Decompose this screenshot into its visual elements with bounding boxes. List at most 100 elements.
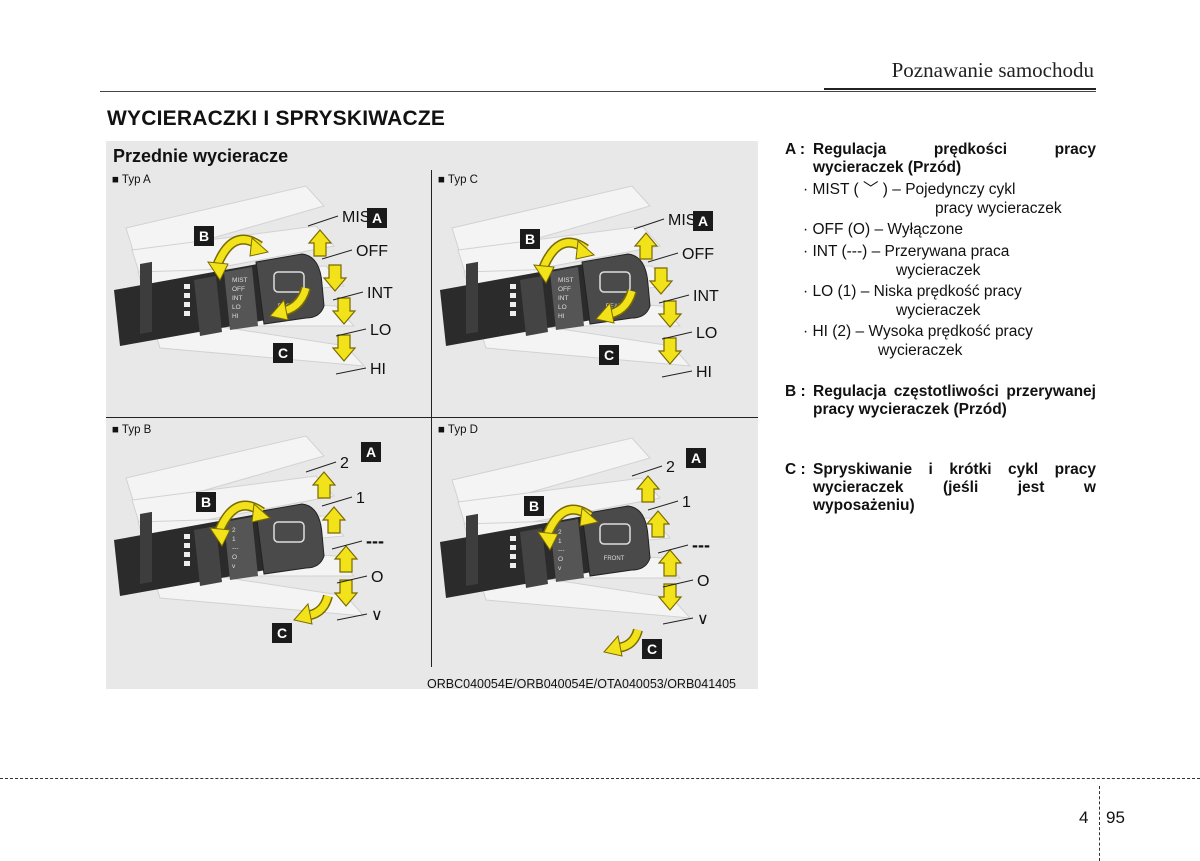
item-lo-line2: wycieraczek [896,302,981,319]
position-label: OFF [356,243,388,260]
position-arrow-down [322,264,348,292]
stalk-knob [255,503,325,575]
description-a-item-off: · OFF (O) – Wyłączone [803,220,1096,239]
ghost-position [131,225,335,283]
callout-c [273,343,293,363]
stalk-tick [510,284,516,289]
stalk-tick [510,302,516,307]
callout-b [194,226,214,246]
stalk-tick [184,293,190,298]
rotate-arrow-head [575,239,596,260]
leader-line [305,461,337,473]
stalk-mark: MIST [232,277,248,284]
stalk-tick [510,554,516,559]
position-arrow-up [635,475,661,503]
position-label: INT [693,288,719,305]
stalk-mark: 1 [558,538,562,545]
leader-line [336,613,368,621]
stalk-knob [581,505,651,577]
footer-divider [1099,786,1100,861]
position-arrow-down [331,334,357,362]
pull-arrow-head [595,301,615,324]
position-label: HI [696,364,712,381]
item-lo-line1: · LO (1) – Niska prędkość pracy [803,283,1022,300]
ghost-position [451,437,651,513]
position-arrow-down [333,579,359,607]
stalk-ring [466,513,478,587]
leader-line [321,496,353,507]
callout-c-label: C [277,625,287,641]
position-label: 2 [666,459,675,476]
stalk-tick [184,311,190,316]
stalk-mark: MIST [558,277,574,284]
description-b-text: Regulacja częstotliwości przerywanej pra… [813,383,1096,418]
leader-line [307,215,339,227]
stalk-mark: 2 [558,529,562,536]
stalk-tick [184,534,190,539]
rotate-arrow-head [208,527,231,547]
rotate-arrow-head [536,531,559,551]
callout-a-label: A [372,210,382,226]
callout-c-label: C [278,345,288,361]
leader-line [633,218,665,230]
description-a-text: Regulacja prędkości pracy wycieraczek (P… [813,141,1096,176]
stalk-ring [520,528,548,588]
callout-a [361,442,381,462]
stalk-ring [194,276,222,336]
leader-line [631,465,663,477]
rotate-arrow-head [579,506,600,527]
figure-title: Przednie wycieracze [113,146,289,166]
stalk-knob [581,253,651,325]
stalk-mark: 1 [232,536,236,543]
stalk-ring [140,511,152,585]
washer-icon [599,271,631,293]
rotate-arrow-head [206,261,229,281]
leader-line [661,331,693,340]
position-arrow-down [657,300,683,328]
position-arrow-up [633,232,659,260]
ghost-position [125,185,325,261]
callout-b [196,492,216,512]
figure-code: ORBC040054E/ORB040054E/OTA040053/ORB0414… [427,677,736,691]
stalk-mark: INT [558,295,569,302]
ghost-position [457,477,661,535]
callout-c [599,345,619,365]
callout-c [642,639,662,659]
panel-type-label: ■ Typ B [112,424,152,436]
stalk-ring [550,267,584,330]
description-c-text: Spryskiwanie i krótki cykl pracy wyciera… [813,461,1096,514]
description-a-item-hi: · HI (2) – Wysoka prędkość pracy wyciera… [803,322,1096,360]
washer-icon [599,523,631,545]
header-section-title: Poznawanie samochodu [891,58,1094,82]
callout-a-label: A [691,450,701,466]
callout-a [367,208,387,228]
leader-line [661,370,693,378]
callout-b-label: B [529,498,539,514]
stalk-mark: HI [558,313,565,320]
wiper-figure: Przednie wycieracze ■ Typ A MIST OFF INT LO H… [106,141,758,689]
washer-icon [273,521,305,543]
item-mist-line1: · MIST ( ﹀ ) – Pojedynczy cykl [803,181,1016,198]
position-label: HI [370,361,386,378]
rotate-arrow-head [249,236,270,257]
figure-divider-vertical [431,170,432,667]
callout-c-label: C [647,641,657,657]
position-label: O [697,573,709,590]
panel-type-label: ■ Typ A [112,174,151,186]
leader-line [657,544,689,554]
knob-badge-text: FRONT [604,556,625,562]
washer-icon [273,271,305,293]
description-a-item-int: · INT (---) – Przerywana praca wycieracz… [803,242,1096,280]
rotate-arrow-head [532,264,555,284]
ghost-position [125,435,325,511]
position-arrow-down [657,583,683,611]
stalk-tick [184,284,190,289]
stalk-tick [184,561,190,566]
position-label: LO [370,322,391,339]
item-int-line1: · INT (---) – Przerywana praca [803,243,1010,260]
description-c: C : Spryskiwanie i krótki cykl pracy wyc… [785,461,1096,519]
